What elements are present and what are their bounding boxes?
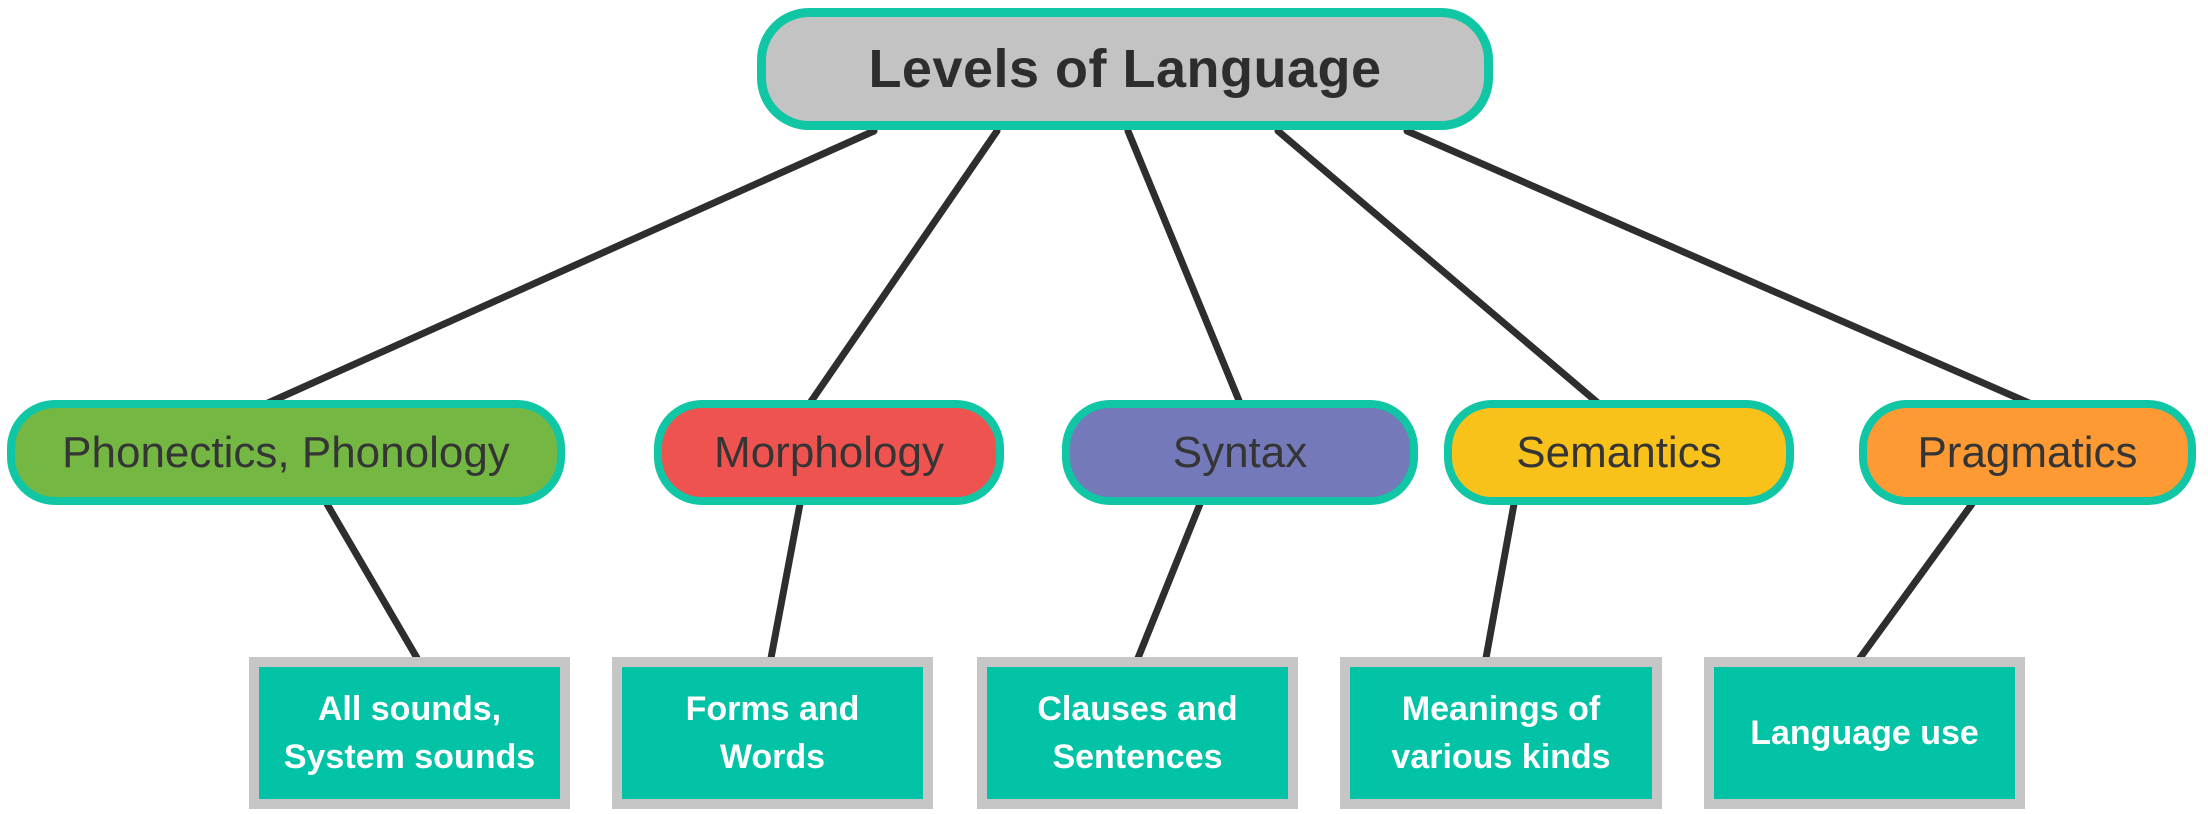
leaf-node-meanings-various-kinds: Meanings of various kinds (1340, 657, 1662, 809)
connector-line (1482, 500, 1518, 662)
connector-line (1134, 500, 1204, 662)
leaf-node-all-sounds: All sounds, System sounds (249, 657, 570, 809)
category-node-pragmatics: Pragmatics (1859, 400, 2196, 505)
connector-line (1124, 127, 1244, 407)
leaf-node-label-line: Forms and (685, 689, 860, 728)
leaf-node-forms-and-words: Forms and Words (612, 657, 933, 809)
category-node-phonetics-phonology: Phonectics, Phonology (7, 400, 565, 505)
leaf-node-label-line: All sounds, (317, 689, 502, 728)
leaf-node-label-line: System sounds (283, 738, 536, 776)
category-node-semantics: Semantics (1444, 400, 1794, 505)
leaf-node-label-line: Words (719, 738, 826, 776)
connector-line (264, 127, 878, 407)
leaf-node-label-line: Sentences (1052, 738, 1223, 776)
category-node-label: Morphology (714, 427, 944, 477)
category-node-label: Phonectics, Phonology (62, 427, 510, 477)
connector-line (323, 500, 421, 662)
connector-line (1856, 500, 1976, 662)
root-node-label: Levels of Language (868, 39, 1382, 99)
leaf-node-label-line: Meanings of (1401, 689, 1601, 728)
category-node-morphology: Morphology (654, 400, 1004, 505)
category-node-label: Pragmatics (1917, 427, 2138, 477)
connector-line (1403, 127, 2033, 407)
category-node-syntax: Syntax (1062, 400, 1418, 505)
leaf-node-label-line: various kinds (1391, 738, 1611, 776)
leaf-node-label-line: Clauses and (1037, 689, 1238, 728)
connector-line (1274, 127, 1602, 407)
leaf-node-label-line: Language use (1750, 713, 1979, 752)
connector-line (806, 127, 1001, 407)
category-node-label: Semantics (1516, 427, 1722, 477)
leaf-node-clauses-and-sentences: Clauses and Sentences (977, 657, 1298, 809)
connector-line (767, 500, 804, 662)
leaf-node-language-use: Language use (1704, 657, 2025, 809)
category-node-label: Syntax (1172, 427, 1308, 477)
root-node-levels-of-language: Levels of Language (757, 8, 1493, 130)
